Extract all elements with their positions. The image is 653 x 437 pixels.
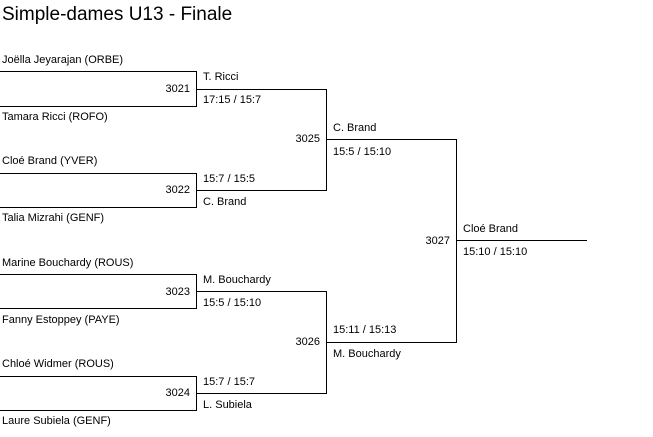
bracket-line <box>0 106 197 107</box>
round2-winner: M. Bouchardy <box>333 348 401 360</box>
bracket-line <box>0 376 197 377</box>
player-4: Talia Mizrahi (GENF) <box>2 212 105 224</box>
player-7: Chloé Widmer (ROUS) <box>2 358 114 370</box>
round1-score: 15:7 / 15:7 <box>203 376 255 388</box>
player-2: Tamara Ricci (ROFO) <box>2 111 108 123</box>
bracket-line <box>196 376 197 411</box>
match-number: 3023 <box>165 286 190 298</box>
player-8: Laure Subiela (GENF) <box>2 415 111 427</box>
champion-name: Cloé Brand <box>463 223 519 235</box>
match-number: 3025 <box>295 133 320 145</box>
match-number: 3022 <box>165 184 190 196</box>
match-number: 3027 <box>425 235 450 247</box>
bracket-line <box>0 410 197 411</box>
bracket-line <box>0 207 197 208</box>
bracket-line <box>0 71 197 72</box>
round1-winner: M. Bouchardy <box>203 274 271 286</box>
bracket-line <box>197 291 327 292</box>
round1-score: 17:15 / 15:7 <box>203 94 262 106</box>
page-title: Simple-dames U13 - Finale <box>2 4 233 25</box>
bracket-line <box>456 139 457 343</box>
player-5: Marine Bouchardy (ROUS) <box>2 257 134 269</box>
match-number: 3026 <box>295 336 320 348</box>
bracket-line <box>0 173 197 174</box>
bracket-line <box>457 240 587 241</box>
bracket-line <box>197 393 327 394</box>
round1-score: 15:7 / 15:5 <box>203 173 255 185</box>
bracket-line <box>326 89 327 191</box>
round1-winner: T. Ricci <box>203 71 239 83</box>
final-score: 15:10 / 15:10 <box>463 246 528 258</box>
bracket-line <box>0 308 197 309</box>
round2-score: 15:11 / 15:13 <box>333 324 397 336</box>
player-6: Fanny Estoppey (PAYE) <box>2 314 120 326</box>
bracket-line <box>196 173 197 208</box>
round2-winner: C. Brand <box>333 122 377 134</box>
match-number: 3024 <box>165 387 190 399</box>
bracket-line <box>327 342 457 343</box>
round1-winner: C. Brand <box>203 196 247 208</box>
match-number: 3021 <box>165 83 190 95</box>
round1-score: 15:5 / 15:10 <box>203 297 262 309</box>
player-3: Cloé Brand (YVER) <box>2 155 98 167</box>
bracket-line <box>326 291 327 394</box>
bracket-line <box>197 89 327 90</box>
round2-score: 15:5 / 15:10 <box>333 146 392 158</box>
bracket-line <box>197 190 327 191</box>
bracket-line <box>196 71 197 107</box>
bracket-line <box>0 274 197 275</box>
bracket-line <box>196 274 197 309</box>
bracket-line <box>327 139 457 140</box>
player-1: Joëlla Jeyarajan (ORBE) <box>2 54 124 66</box>
round1-winner: L. Subiela <box>203 399 252 411</box>
